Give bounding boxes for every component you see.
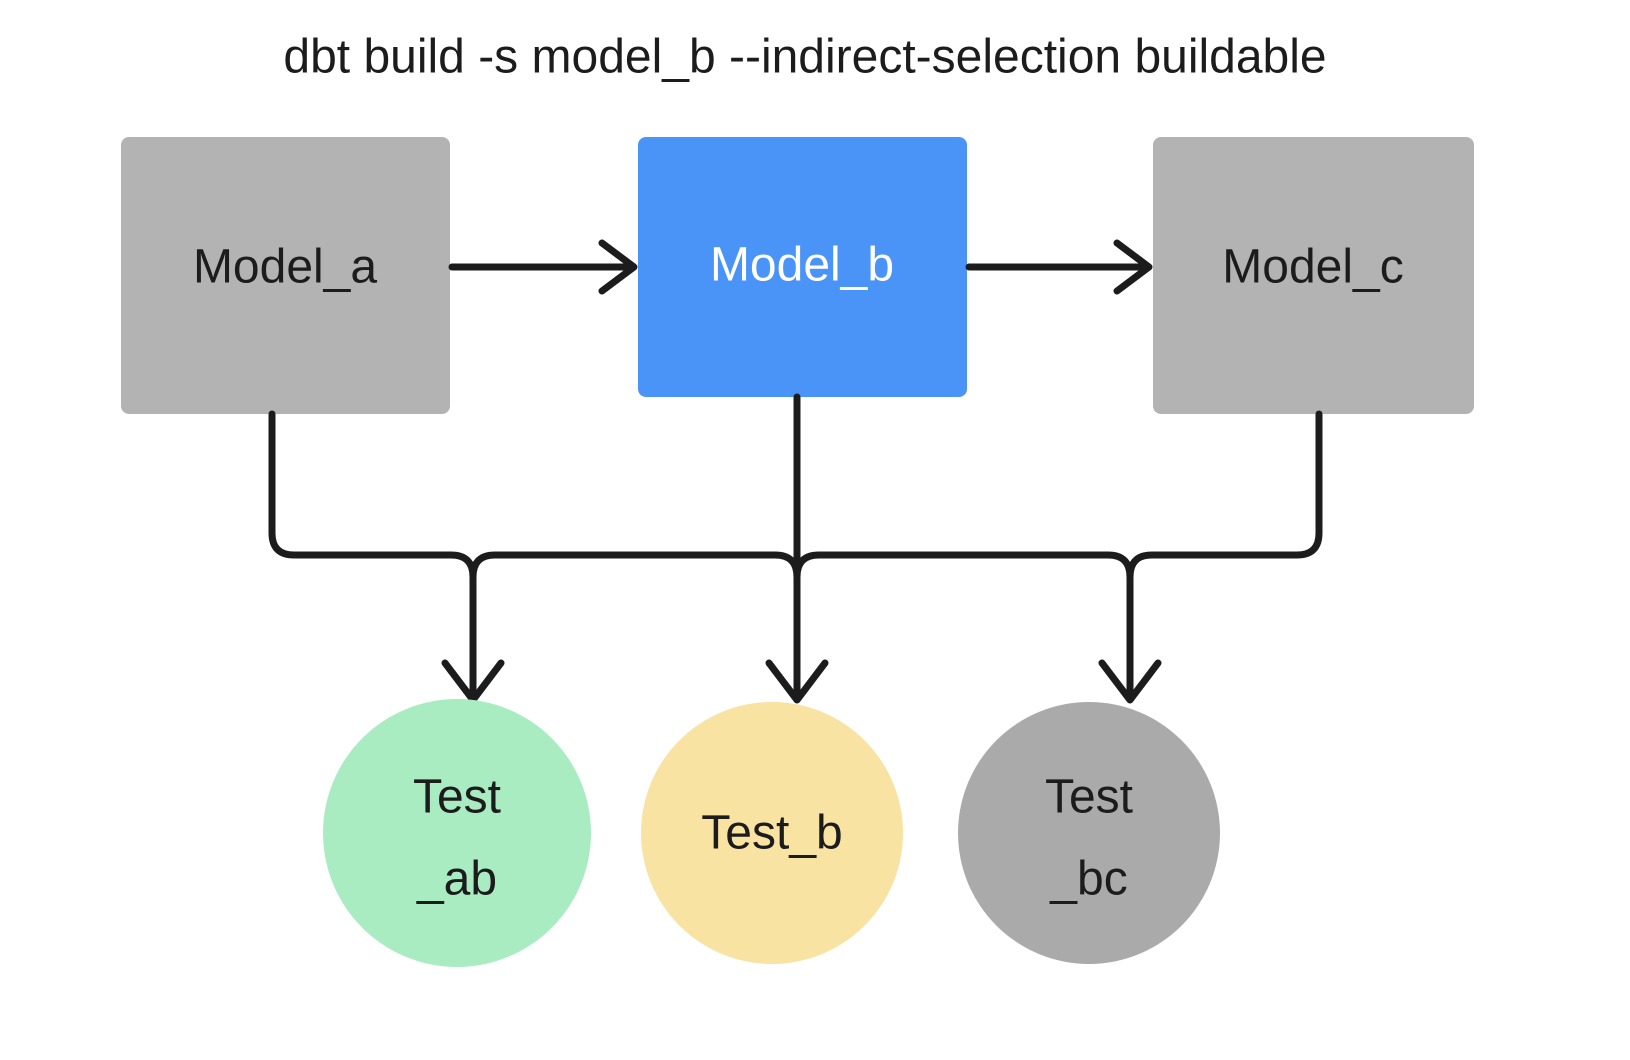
model-c-label: Model_c: [1222, 241, 1403, 294]
test-bc-label-line1: Test: [1045, 771, 1133, 824]
edge-bus-segments: [469, 551, 1134, 581]
test-ab-circle[interactable]: [323, 699, 591, 967]
node-test-bc[interactable]: Test _bc: [958, 702, 1220, 964]
diagram-title: dbt build -s model_b --indirect-selectio…: [283, 31, 1326, 84]
test-ab-label-line2: _ab: [416, 853, 497, 906]
model-c-rect[interactable]: [1153, 137, 1474, 414]
edge-model-c-to-test-bc: [1098, 410, 1323, 704]
arrowhead-icon: [1113, 239, 1153, 295]
node-model-c[interactable]: Model_c: [1153, 137, 1474, 414]
arrowhead-icon: [1098, 659, 1162, 704]
test-bc-circle[interactable]: [958, 702, 1220, 964]
edge-model-b-to-model-c: [965, 239, 1153, 295]
test-bc-label-line2: _bc: [1049, 853, 1127, 906]
node-model-a[interactable]: Model_a: [121, 137, 450, 414]
node-test-ab[interactable]: Test _ab: [323, 699, 591, 967]
node-model-b[interactable]: Model_b: [638, 137, 967, 397]
arrowhead-icon: [598, 239, 638, 295]
test-ab-label-line1: Test: [413, 771, 501, 824]
arrowhead-icon: [765, 659, 829, 704]
model-b-label: Model_b: [710, 239, 894, 292]
model-b-rect[interactable]: [638, 137, 967, 397]
edge-model-a-to-test-ab: [268, 410, 505, 704]
node-test-b[interactable]: Test_b: [641, 702, 903, 964]
test-b-label-line1: Test_b: [701, 807, 842, 860]
model-a-rect[interactable]: [121, 137, 450, 414]
edge-model-b-to-test-b: [765, 393, 829, 704]
edge-model-a-to-model-b: [448, 239, 638, 295]
test-b-circle[interactable]: [641, 702, 903, 964]
model-a-label: Model_a: [193, 241, 377, 294]
